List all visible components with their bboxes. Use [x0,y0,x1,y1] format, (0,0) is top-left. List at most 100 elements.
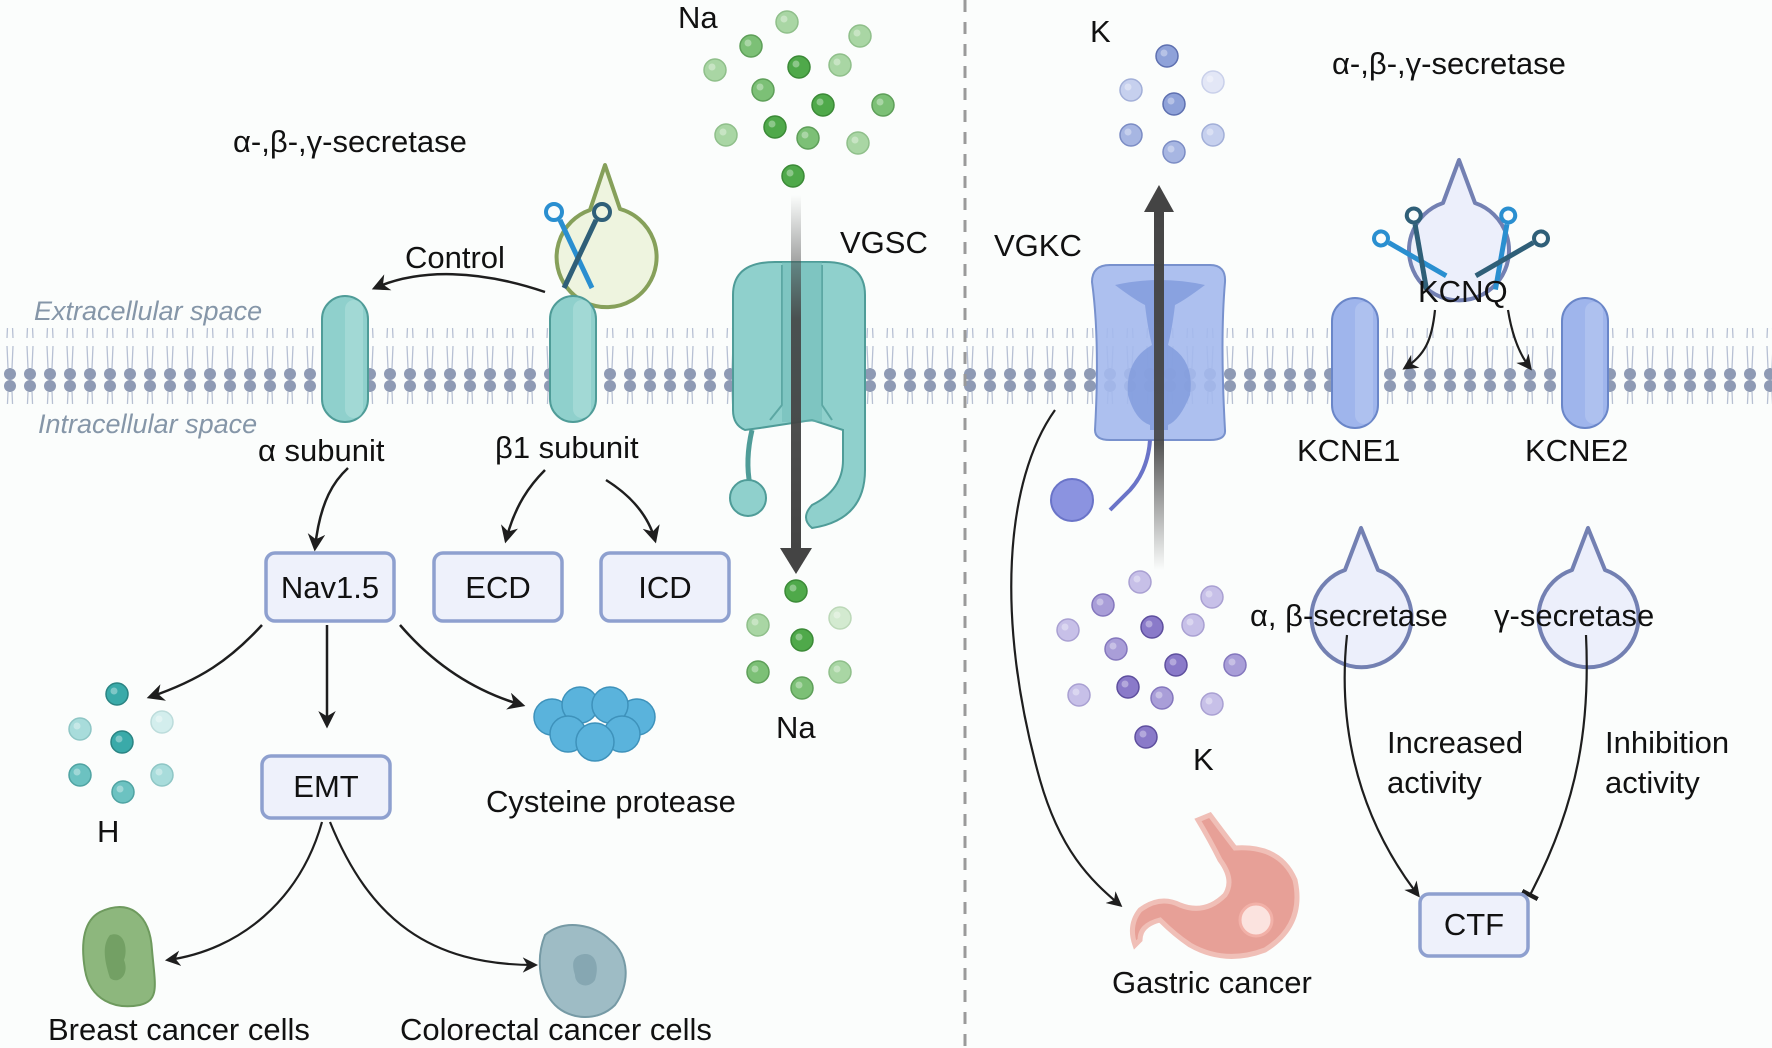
cysteine-protease-label: Cysteine protease [486,784,736,819]
secretase-enzyme-blue-icon [1407,158,1511,303]
ion-highlight [801,131,809,139]
vgsc-label: VGSC [840,225,928,260]
ion-highlight [73,722,81,730]
ion-highlight [1228,658,1236,666]
ion-k-bottom [1091,593,1115,617]
ion-h [110,730,134,754]
intracellular-space-label: Intracellular space [38,409,257,439]
ion-na-bottom [746,660,770,684]
ion-highlight [792,60,800,68]
ion-na-bottom [784,579,808,603]
alpha-subunit-label: α subunit [258,433,385,468]
ion-highlight [853,29,861,37]
ion-highlight [1205,590,1213,598]
potassium-ions-bottom [1056,570,1247,749]
stomach-icon [1129,811,1300,959]
ion-k-bottom [1150,686,1174,710]
ion-k-bottom [1067,683,1091,707]
kcnq-to-kcne1-arrow [1402,309,1437,370]
sodium-ions-bottom [746,579,852,700]
ion-highlight [756,83,764,91]
ion-k-top [1162,140,1186,164]
ion-na-top [763,115,787,139]
nav15-to-cysteine-arrow [399,624,526,710]
sodium-top-label: Na [678,0,718,35]
nav15-box-label: Nav1.5 [281,570,379,605]
ion-highlight [751,618,759,626]
emt-box-label: EMT [293,769,359,804]
ion-highlight [744,39,752,47]
kcnq-label: KCNQ [1418,274,1508,309]
ion-na-bottom [790,676,814,700]
icd-box-label: ICD [638,570,691,605]
secretase-enzyme-green-icon [554,163,659,310]
ion-highlight [833,611,841,619]
secretase-label-left: α-,β-,γ-secretase [233,124,467,159]
ion-highlight [789,584,797,592]
ion-highlight [155,715,163,723]
g-secretase-enzyme-icon [1536,526,1641,670]
sodium-flow-arrow [791,195,801,550]
ion-k-top [1201,123,1225,147]
ion-na-top [787,55,811,79]
ion-highlight [1145,620,1153,628]
hydrogen-label: H [97,814,119,849]
ion-highlight [1186,618,1194,626]
beta1-subunit-label: β1 subunit [495,430,639,465]
breast-cancer-cell-icon [82,906,156,1008]
ion-highlight [1167,145,1175,153]
potassium-top-label: K [1090,14,1111,49]
nav15-to-h-arrow [146,624,263,701]
ion-highlight [1167,97,1175,105]
secretase-label-right: α-,β-,γ-secretase [1332,46,1566,81]
ion-k-bottom [1140,615,1164,639]
ion-highlight [719,128,727,136]
ion-k-bottom [1056,618,1080,642]
sodium-ions-top [703,10,895,188]
vgkc-to-gastric-arrow [1010,409,1123,907]
ion-highlight [1124,83,1132,91]
ion-highlight [876,98,884,106]
ion-h [68,763,92,787]
g-secretase-label: γ-secretase [1494,598,1654,633]
ion-k-bottom [1223,653,1247,677]
ion-k-bottom [1134,725,1158,749]
ion-highlight [795,681,803,689]
increased-activity-label-line1: Increased [1387,725,1523,760]
alpha-subunit-highlight [345,300,363,418]
emt-box: EMT [260,754,392,820]
ion-highlight [1160,49,1168,57]
increased-activity-label-line2: activity [1387,765,1482,800]
ion-na-top [871,93,895,117]
control-arrow [371,273,546,294]
ion-k-top [1155,44,1179,68]
ion-na-top [781,164,805,188]
ion-na-top [846,131,870,155]
ion-highlight [751,665,759,673]
kcnq-to-kcne2-arrow [1506,309,1532,371]
ion-highlight [1061,623,1069,631]
potassium-flow-arrowhead [1144,185,1174,212]
ion-highlight [155,768,163,776]
beta1-to-ecd-arrow [501,469,546,544]
extracellular-space-label: Extracellular space [34,296,262,326]
ion-k-top [1119,78,1143,102]
ion-h [150,710,174,734]
ion-highlight [780,15,788,23]
control-label: Control [405,240,505,275]
ab-secretase-enzyme-icon [1309,526,1414,670]
ion-h [68,717,92,741]
scissors-icon [544,202,612,290]
ion-highlight [110,687,118,695]
ion-na-bottom [828,660,852,684]
ion-highlight [115,735,123,743]
ion-k-bottom [1116,675,1140,699]
colorectal-cancer-cell-icon [538,924,627,1018]
icd-box: ICD [599,551,731,623]
ion-highlight [1096,598,1104,606]
ion-highlight [1206,75,1214,83]
ion-k-top [1162,92,1186,116]
scissors-icon-left [1371,206,1448,290]
ctf-box-label: CTF [1444,907,1504,942]
